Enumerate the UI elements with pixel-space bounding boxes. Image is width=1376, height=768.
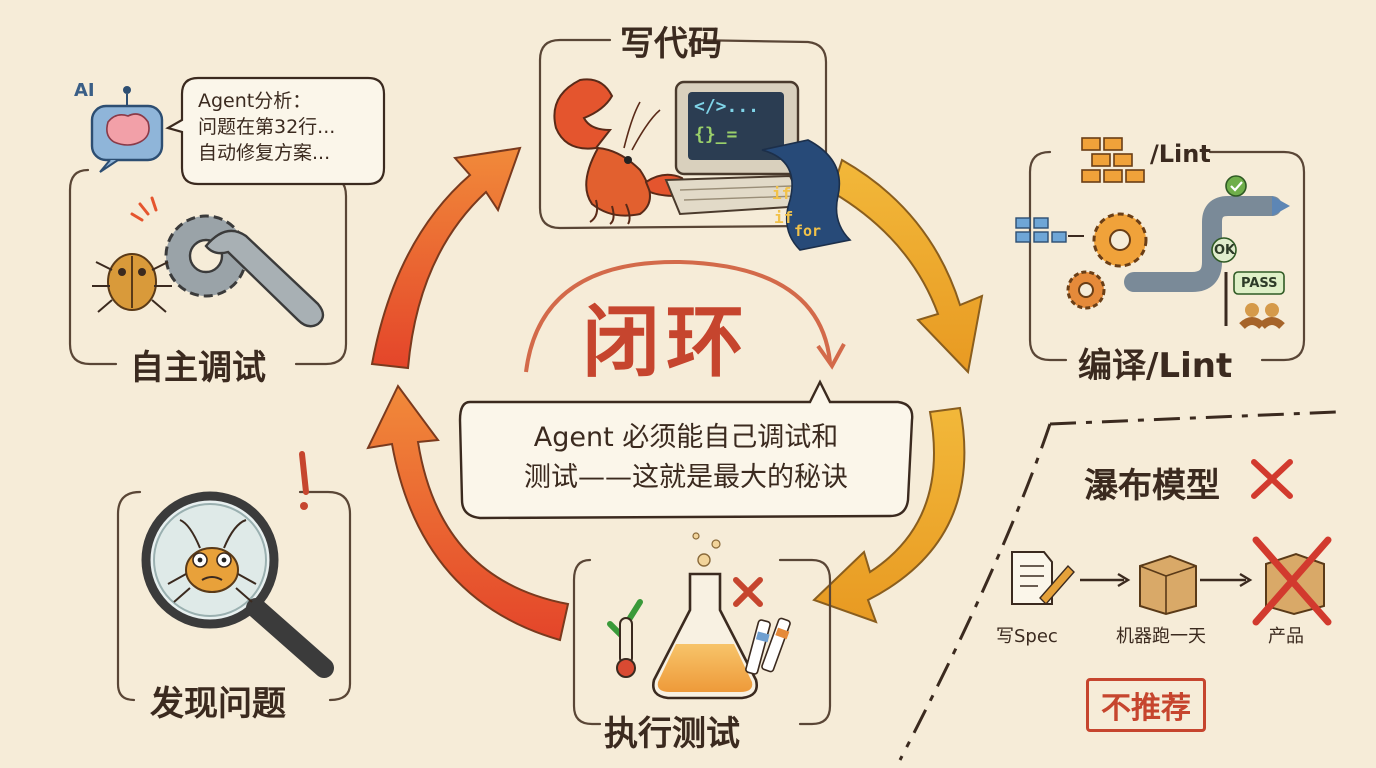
stage-run-tests: 执行测试 bbox=[604, 714, 740, 754]
lint-tag: /Lint bbox=[1150, 140, 1211, 168]
lobster-coding-illustration bbox=[553, 78, 852, 251]
center-loop bbox=[458, 259, 914, 520]
center-subtitle: Agent 必须能自己调试和 测试——这就是最大的秘诀 bbox=[470, 418, 902, 498]
code-braces-text: {}_= bbox=[694, 124, 738, 145]
test-flask-illustration bbox=[607, 532, 791, 700]
debug-illustration bbox=[90, 76, 386, 328]
magnifier-bug-illustration bbox=[141, 451, 334, 678]
cycle-arrows bbox=[366, 146, 984, 642]
center-arc bbox=[524, 259, 832, 373]
center-title: 闭环 bbox=[582, 298, 751, 388]
code-for: for bbox=[794, 222, 822, 240]
center-subtitle-line-1: Agent 必须能自己调试和 bbox=[533, 422, 839, 453]
ai-tag: AI bbox=[74, 80, 95, 101]
center-subtitle-bubble bbox=[458, 379, 914, 520]
waterfall-step-product: 产品 bbox=[1268, 626, 1304, 647]
debug-bubble-line-3: 自动修复方案... bbox=[198, 142, 331, 164]
code-if-2: if bbox=[774, 208, 794, 227]
frame-test bbox=[572, 558, 832, 726]
cross-icon bbox=[1251, 459, 1293, 499]
waterfall-step-spec: 写Spec bbox=[996, 626, 1058, 647]
compile-lint-illustration bbox=[1015, 137, 1290, 329]
debug-bubble-line-1: Agent分析： bbox=[198, 90, 312, 112]
stage-find-issue: 发现问题 bbox=[150, 684, 286, 724]
waterfall-step-machine: 机器跑一天 bbox=[1116, 626, 1206, 647]
dashed-divider bbox=[898, 410, 1337, 761]
debug-bubble-text: Agent分析： 问题在第32行... 自动修复方案... bbox=[198, 88, 335, 166]
frame-issue bbox=[116, 490, 352, 702]
arrow-test-to-issue bbox=[366, 384, 570, 642]
stage-self-debug: 自主调试 bbox=[130, 348, 266, 388]
waterfall-panel bbox=[898, 410, 1337, 761]
waterfall-title: 瀑布模型 bbox=[1084, 466, 1220, 506]
stage-write-code: 写代码 bbox=[620, 24, 722, 64]
arrow-debug-to-code bbox=[370, 146, 522, 370]
arrow-compile-to-test bbox=[812, 406, 966, 624]
stage-compile-lint: 编译/Lint bbox=[1078, 346, 1233, 386]
code-tag-text: </>... bbox=[694, 96, 760, 117]
debug-bubble-line-2: 问题在第32行... bbox=[198, 116, 336, 138]
code-if-1: if bbox=[772, 184, 792, 203]
ok-badge: OK bbox=[1214, 243, 1236, 258]
pass-sign: PASS bbox=[1241, 276, 1278, 291]
frame-compile bbox=[1028, 150, 1306, 362]
not-recommended-stamp: 不推荐 bbox=[1086, 678, 1206, 732]
arrow-code-to-compile bbox=[830, 158, 984, 375]
center-subtitle-line-2: 测试——这就是最大的秘诀 bbox=[524, 462, 848, 493]
debug-speech-bubble bbox=[165, 76, 386, 186]
